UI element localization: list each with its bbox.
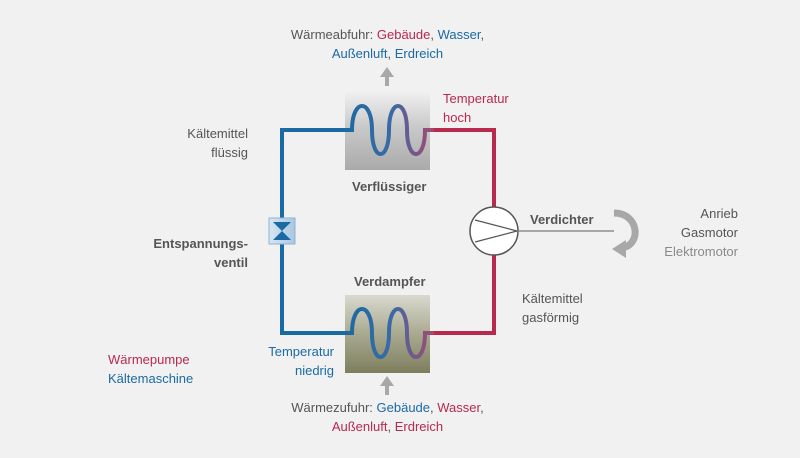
heat-in-ground: Erdreich [394,419,444,434]
drive-line1: Anrieb [700,206,738,221]
heat-in-building: Gebäude [376,400,431,415]
heat-in-comma1: , [430,400,438,415]
heat-in-prefix: Wärmezufuhr: [291,400,377,415]
legend: Wärmepumpe Kältemaschine [108,350,193,388]
legend-chiller: Kältemaschine [108,371,194,386]
compressor-icon [469,206,519,256]
refrigerant-liquid-line2: flüssig [211,145,248,160]
condenser-temp-line2: hoch [443,110,472,125]
evaporator-temp-line2: niedrig [294,363,334,378]
drive-line2: Gasmotor [680,225,738,240]
evaporator-temp-line1: Temperatur [268,344,334,359]
heat-out-ground: Erdreich [394,46,444,61]
heat-out-prefix: Wärmeabfuhr: [290,27,377,42]
heat-out-label: Wärmeabfuhr: Gebäude, Wasser, Außenluft,… [260,25,515,63]
heat-out-comma2: , [480,27,485,42]
condenser-temp-line1: Temperatur [443,91,509,106]
drive-label: Anrieb Gasmotor Elektromotor [640,204,738,261]
expansion-valve-icon [268,217,296,245]
heat-out-comma1: , [430,27,438,42]
legend-heat-pump: Wärmepumpe [108,352,190,367]
heat-in-comma3: , [387,419,395,434]
heat-in-water: Wasser [437,400,481,415]
heat-out-arrow-icon [380,67,394,86]
heat-out-comma3: , [387,46,395,61]
heat-in-comma2: , [480,400,484,415]
evaporator-coil [341,307,434,359]
heat-in-label: Wärmezufuhr: Gebäude, Wasser, Außenluft,… [260,398,515,436]
refrigerant-gas-line1: Kältemittel [522,291,583,306]
expansion-valve-line1: Entspannungs- [153,236,248,251]
evaporator-temperature-label: Temperatur niedrig [250,342,334,380]
heat-out-outdoor-air: Außenluft [331,46,388,61]
refrigerant-gas-label: Kältemittel gasförmig [522,289,583,327]
condenser-temperature-label: Temperatur hoch [443,89,509,127]
condenser-label: Verflüssiger [352,179,427,194]
heat-in-outdoor-air: Außenluft [331,419,388,434]
expansion-valve-line2: ventil [214,255,248,270]
refrigerant-liquid-line1: Kältemittel [187,126,248,141]
refrigerant-liquid-label: Kältemittel flüssig [150,124,248,162]
rotation-arrow-icon [612,209,639,258]
heat-out-water: Wasser [437,27,481,42]
heat-out-building: Gebäude [376,27,431,42]
refrigerant-gas-line2: gasförmig [522,310,580,325]
evaporator-label: Verdampfer [354,274,426,289]
condenser-coil [341,104,434,156]
heat-in-arrow-icon [380,376,394,395]
compressor-label: Verdichter [530,212,594,227]
drive-line3: Elektromotor [664,244,738,259]
expansion-valve-label: Entspannungs- ventil [140,234,248,272]
